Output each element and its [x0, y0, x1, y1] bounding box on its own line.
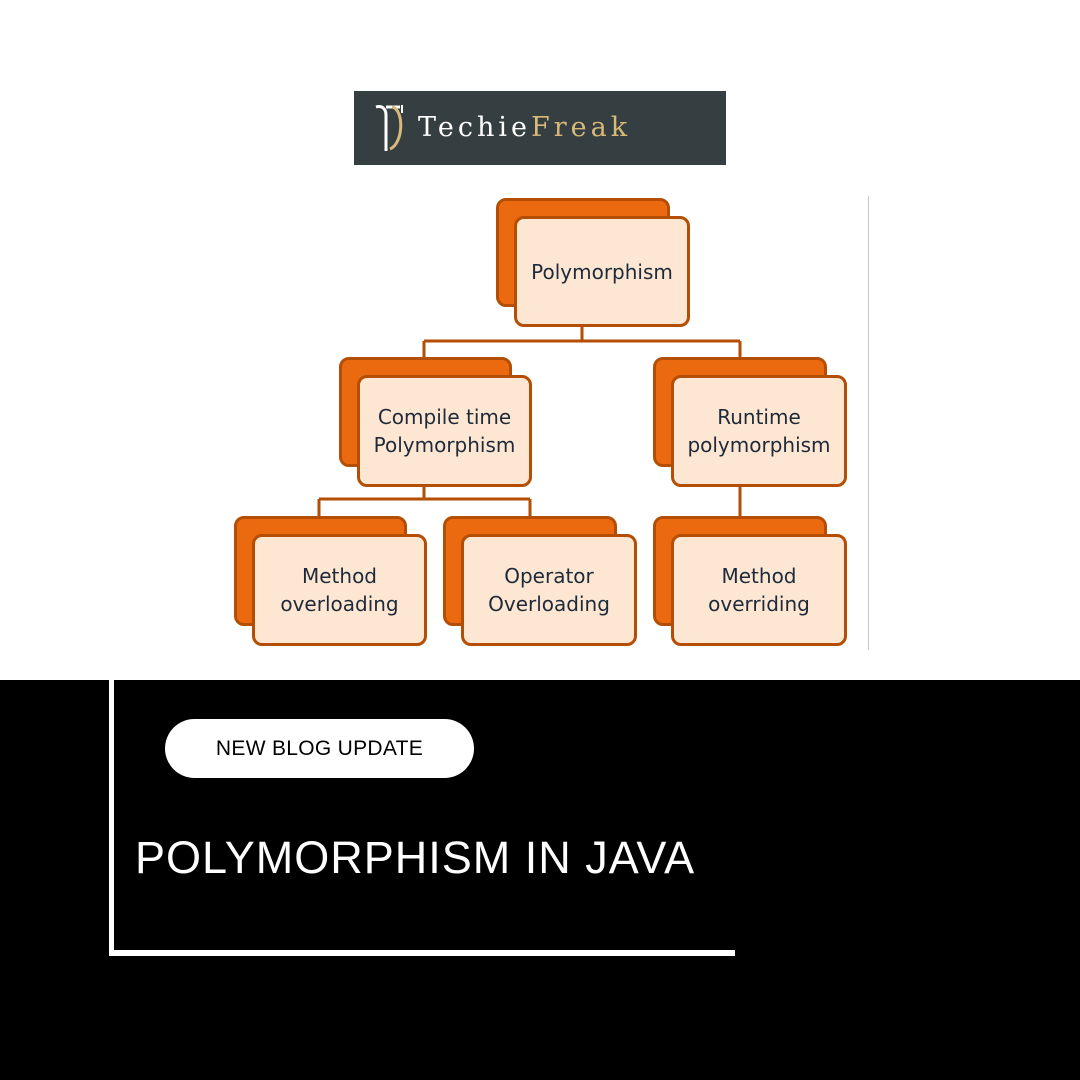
techiefreak-logo: TechieFreak	[354, 91, 726, 165]
node-box: Polymorphism	[514, 216, 690, 327]
node-label: Runtime polymorphism	[687, 405, 831, 457]
node-method-overriding: Method overriding	[653, 516, 847, 646]
node-label: Compile time Polymorphism	[373, 405, 516, 457]
logo-word-freak: Freak	[531, 112, 632, 143]
node-label: Operator Overloading	[488, 564, 610, 616]
page-title: POLYMORPHISM IN JAVA	[135, 832, 696, 883]
logo-word-techie: Techie	[418, 112, 532, 143]
node-runtime-polymorphism: Runtime polymorphism	[653, 357, 847, 487]
divider-line	[868, 196, 869, 650]
node-box: Method overriding	[671, 534, 847, 646]
node-label: Method overloading	[280, 564, 399, 616]
connector-compile-to-children	[317, 484, 532, 535]
node-box: Compile time Polymorphism	[357, 375, 532, 487]
node-label: Method overriding	[708, 564, 810, 616]
techiefreak-logo-mark-icon	[375, 105, 403, 151]
logo-wordmark: TechieFreak	[418, 91, 631, 165]
node-box: Operator Overloading	[461, 534, 637, 646]
node-box: Method overloading	[252, 534, 427, 646]
node-method-overloading: Method overloading	[234, 516, 427, 646]
badge-label: NEW BLOG UPDATE	[215, 736, 424, 760]
node-operator-overloading: Operator Overloading	[443, 516, 637, 646]
frame-bottom-border	[109, 950, 735, 956]
node-label: Polymorphism	[531, 259, 673, 284]
polymorphism-diagram: Polymorphism Compile time Polymorphism R…	[234, 196, 869, 650]
node-polymorphism: Polymorphism	[496, 198, 690, 327]
frame-left-border	[109, 680, 114, 956]
new-blog-update-badge: NEW BLOG UPDATE	[165, 719, 474, 778]
connector-root-to-branches	[422, 325, 742, 376]
node-box: Runtime polymorphism	[671, 375, 847, 487]
node-compile-time-polymorphism: Compile time Polymorphism	[339, 357, 532, 487]
